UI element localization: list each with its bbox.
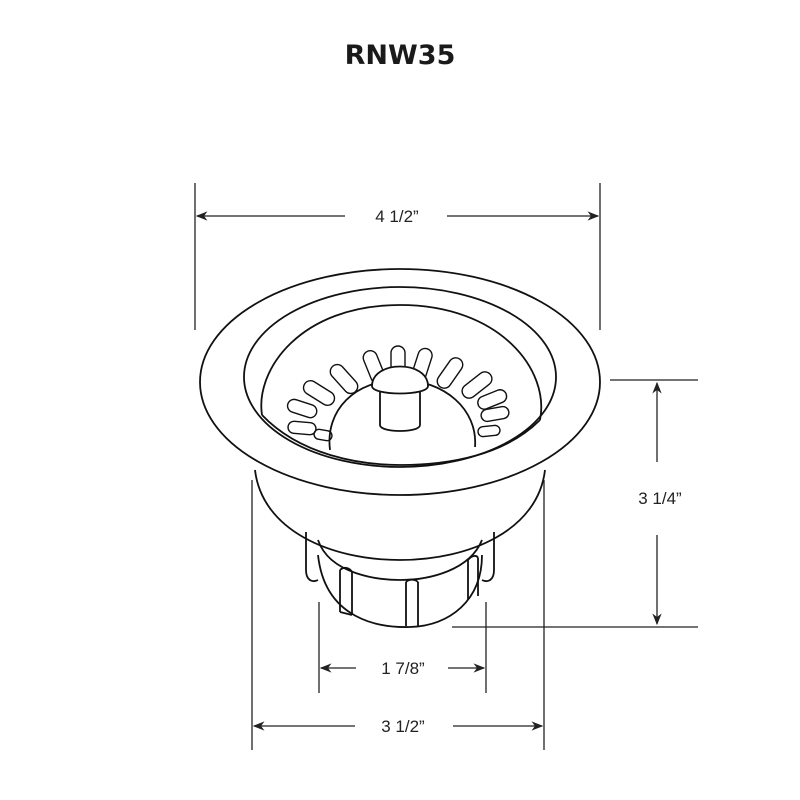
- coupling-nut: [305, 532, 495, 628]
- dimension-body-width: 3 1/2”: [381, 717, 425, 736]
- dimension-height: 3 1/4”: [638, 489, 682, 508]
- strainer-slots: [286, 345, 510, 442]
- dimension-top-width: 4 1/2”: [375, 207, 419, 226]
- dimension-lines: [194, 183, 698, 750]
- dimension-nut-width: 1 7/8”: [381, 659, 425, 678]
- strainer-post: [371, 365, 429, 432]
- product-title: RNW35: [344, 40, 456, 71]
- strainer-body: [199, 268, 601, 628]
